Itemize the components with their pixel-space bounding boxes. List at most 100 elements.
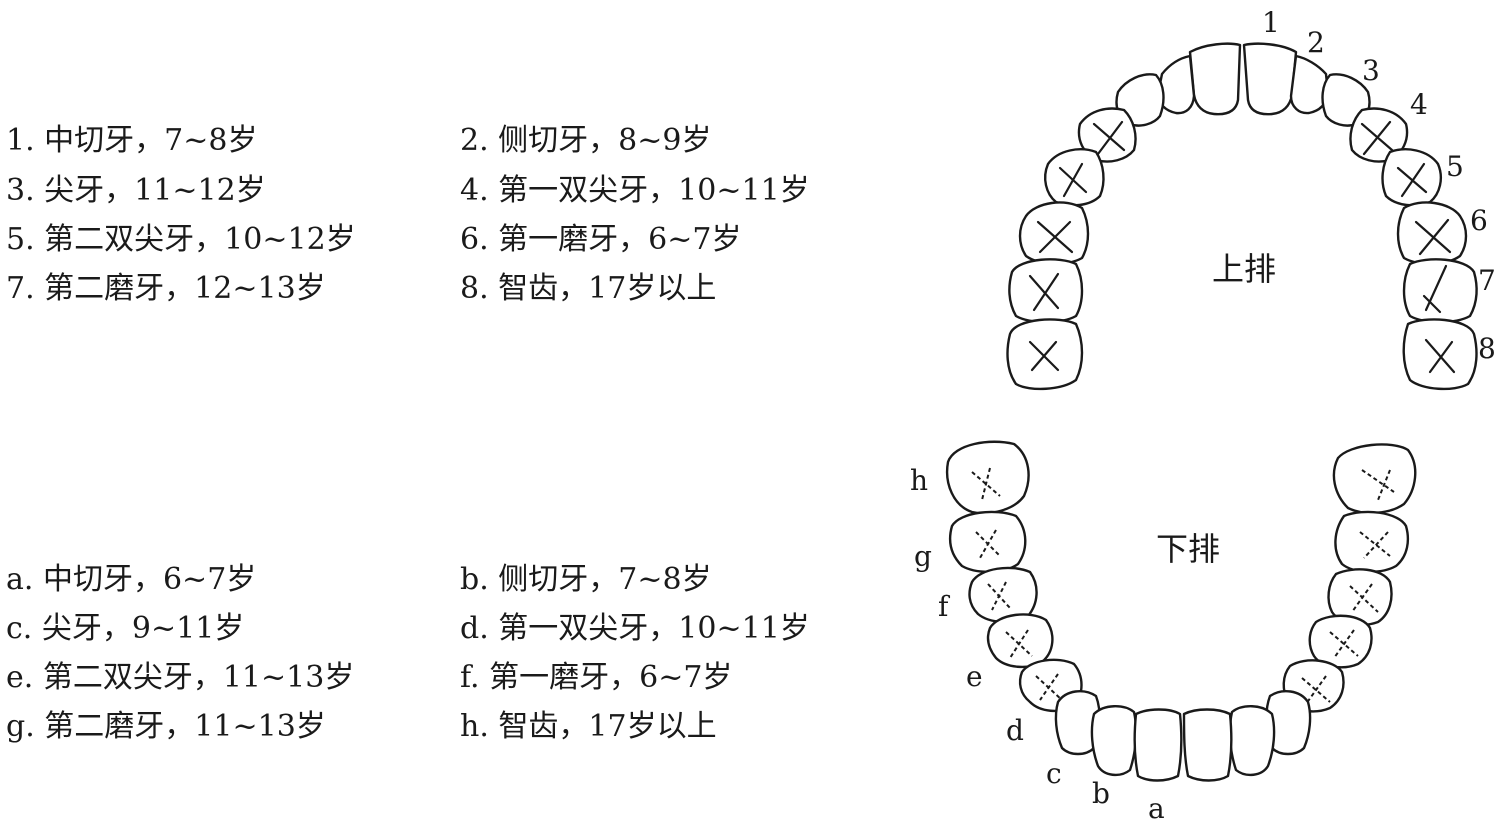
upper-second-premolar-left-mark-2	[1062, 162, 1084, 198]
legend-code: e.	[6, 660, 34, 695]
lower-tooth-label-c: c	[1046, 757, 1062, 790]
upper-second-molar-right-mark-1	[1422, 294, 1442, 314]
legend-text: 智齿，17岁以上	[498, 271, 717, 306]
legend-code: 3.	[6, 173, 35, 208]
lower-second-premolar-right-mark-2	[1333, 629, 1355, 659]
lower-central-incisor-right	[1182, 708, 1233, 782]
legend-text: 尖牙，9~11岁	[41, 611, 245, 646]
upper-central-incisor-right	[1242, 42, 1298, 116]
lower-legend-item-d: d. 第一双尖牙，10~11岁	[460, 614, 810, 644]
legend-code: b.	[460, 562, 489, 597]
lower-central-incisor-left	[1133, 708, 1183, 782]
upper-first-molar-right	[1396, 201, 1468, 265]
lower-tooth-label-e: e	[966, 660, 983, 693]
upper-second-premolar-right-mark-2	[1400, 162, 1426, 198]
legend-code: c.	[6, 611, 33, 646]
lower-lateral-incisor-left	[1090, 705, 1138, 777]
upper-first-premolar-left-mark-2	[1096, 120, 1124, 156]
legend-code: 4.	[460, 173, 489, 208]
upper-legend-item-3: 3. 尖牙，11~12岁	[6, 176, 266, 206]
upper-first-molar-left-mark-2	[1038, 220, 1072, 254]
lower-tooth-label-b: b	[1092, 777, 1110, 810]
legend-text: 第一磨牙，6~7岁	[498, 222, 742, 257]
upper-first-premolar-right-mark-2	[1362, 120, 1392, 156]
upper-wisdom-tooth-right-mark-2	[1428, 340, 1454, 374]
lower-first-molar-right-mark-1	[1349, 585, 1379, 613]
legend-text: 中切牙，6~7岁	[42, 562, 257, 597]
legend-text: 侧切牙，7~8岁	[498, 562, 712, 597]
legend-code: 5.	[6, 222, 35, 257]
lower-first-molar-left-mark-2	[991, 581, 1007, 611]
lower-tooth-label-f: f	[938, 590, 951, 623]
legend-code: 1.	[6, 123, 35, 158]
lower-legend-item-g: g. 第二磨牙，11~13岁	[6, 712, 326, 742]
upper-first-molar-right-mark-2	[1418, 218, 1450, 256]
legend-code: h.	[460, 709, 489, 744]
upper-second-molar-right-mark-2	[1424, 264, 1448, 312]
lower-tooth-label-d: d	[1006, 714, 1024, 747]
lower-wisdom-tooth-right-mark-2	[1377, 469, 1391, 501]
lower-first-molar-right-mark-2	[1351, 583, 1373, 613]
legend-code: g.	[6, 709, 35, 744]
upper-arch-label: 上排	[1212, 250, 1276, 288]
upper-legend-item-6: 6. 第一磨牙，6~7岁	[460, 225, 741, 255]
upper-first-molar-left	[1018, 201, 1090, 265]
upper-legend-item-8: 8. 智齿，17岁以上	[460, 274, 716, 304]
legend-text: 第二双尖牙，10~12岁	[44, 222, 356, 257]
upper-tooth-label-8: 8	[1478, 332, 1496, 365]
lower-tooth-label-g: g	[914, 540, 932, 573]
legend-text: 第一双尖牙，10~11岁	[498, 173, 810, 208]
legend-text: 第二磨牙，12~13岁	[44, 271, 326, 306]
legend-code: 7.	[6, 271, 35, 306]
upper-tooth-label-1: 1	[1262, 6, 1280, 39]
legend-text: 第一磨牙，6~7岁	[489, 660, 733, 695]
legend-text: 中切牙，7~8岁	[44, 123, 258, 158]
upper-wisdom-tooth-right-mark-1	[1424, 338, 1456, 374]
upper-tooth-label-6: 6	[1470, 204, 1488, 237]
upper-wisdom-tooth-right	[1402, 318, 1478, 391]
lower-first-premolar-right-mark-1	[1301, 677, 1331, 703]
legend-code: 8.	[460, 271, 489, 306]
lower-lateral-incisor-right	[1228, 705, 1276, 777]
upper-legend-item-5: 5. 第二双尖牙，10~12岁	[6, 225, 356, 255]
lower-legend-item-b: b. 侧切牙，7~8岁	[460, 565, 712, 595]
upper-second-molar-right	[1402, 258, 1478, 324]
lower-arch-label: 下排	[1156, 530, 1220, 568]
lower-first-premolar-left-mark-2	[1039, 673, 1059, 701]
legend-text: 侧切牙，8~9岁	[498, 123, 712, 158]
upper-legend-item-4: 4. 第一双尖牙，10~11岁	[460, 176, 810, 206]
lower-legend-item-f: f. 第一磨牙，6~7岁	[460, 663, 732, 693]
upper-tooth-label-5: 5	[1446, 150, 1464, 183]
upper-first-premolar-left-mark-1	[1092, 122, 1126, 152]
lower-legend-item-e: e. 第二双尖牙，11~13岁	[6, 663, 354, 693]
upper-second-molar-left-mark-1	[1028, 274, 1060, 310]
upper-tooth-label-7: 7	[1478, 264, 1496, 297]
legend-text: 第一双尖牙，10~11岁	[498, 611, 810, 646]
legend-text: 智齿，17岁以上	[498, 709, 717, 744]
upper-legend-item-1: 1. 中切牙，7~8岁	[6, 126, 257, 156]
lower-second-molar-left	[948, 510, 1027, 573]
legend-code: f.	[460, 660, 480, 695]
legend-code: 2.	[460, 123, 489, 158]
lower-tooth-label-h: h	[910, 464, 928, 497]
lower-tooth-label-a: a	[1148, 792, 1165, 825]
upper-legend-item-7: 7. 第二磨牙，12~13岁	[6, 274, 326, 304]
lower-wisdom-tooth-left-mark-1	[971, 471, 1001, 497]
lower-arch: a b c d e f g h 下排	[910, 440, 1417, 825]
upper-central-incisor-left	[1188, 42, 1242, 116]
legend-text: 第二磨牙，11~13岁	[44, 709, 326, 744]
upper-second-premolar-right	[1381, 148, 1442, 207]
lower-second-molar-right-mark-2	[1363, 531, 1389, 559]
lower-second-molar-left-mark-2	[979, 529, 997, 559]
lower-wisdom-tooth-left-mark-2	[981, 467, 991, 501]
legend-text: 尖牙，11~12岁	[44, 173, 266, 208]
upper-tooth-label-2: 2	[1307, 26, 1325, 59]
lower-legend-item-h: h. 智齿，17岁以上	[460, 712, 717, 742]
upper-second-molar-left-mark-2	[1032, 272, 1060, 312]
lower-second-premolar-left-mark-2	[1009, 629, 1029, 659]
legend-text: 第二双尖牙，11~13岁	[42, 660, 355, 695]
upper-tooth-label-4: 4	[1410, 88, 1428, 121]
lower-second-premolar-left	[986, 613, 1054, 669]
lower-second-premolar-right-mark-1	[1329, 631, 1359, 657]
